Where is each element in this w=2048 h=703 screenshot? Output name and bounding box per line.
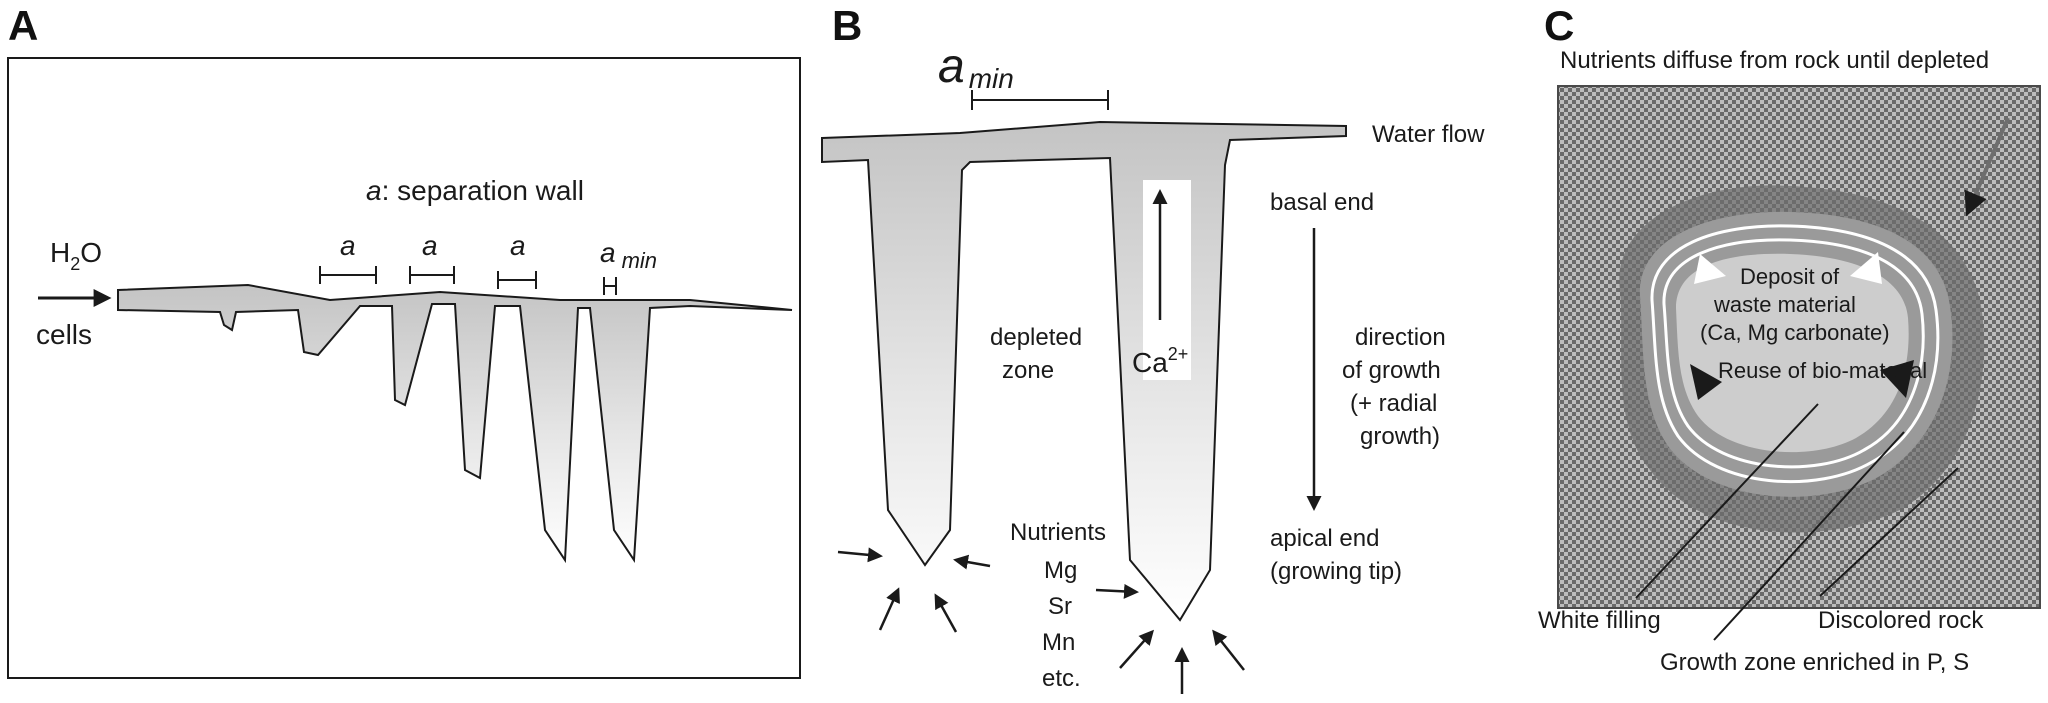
depleted-zone-line-2: zone	[1002, 357, 1054, 384]
deposit-line-1: Deposit of	[1740, 264, 1840, 289]
reuse-arrow-right	[1880, 360, 1914, 398]
growth-zone-leader	[1713, 431, 1905, 641]
reuse-label: Reuse of bio-material	[1718, 358, 1927, 383]
nutrient-mg: Mg	[1044, 557, 1077, 584]
core-region	[1676, 253, 1909, 453]
panel-c-letter: C	[1544, 2, 1574, 49]
discolored-rock-label: Discolored rock	[1818, 607, 1984, 634]
a-span-3: a	[497, 230, 537, 289]
separation-wall-label: a: separation wall	[366, 175, 584, 206]
panel-c: C Nutrients diffuse from rock until depl…	[1538, 2, 2041, 676]
deposit-arrow-left	[1694, 254, 1726, 284]
panel-a-channel	[117, 283, 793, 564]
h2o-label: H2O	[50, 237, 102, 274]
svg-text:a: a	[422, 230, 438, 261]
panel-b-letter: B	[832, 2, 862, 49]
panel-a-letter: A	[8, 2, 38, 49]
reuse-arrow-left	[1690, 364, 1722, 400]
white-filling-outer	[1650, 224, 1940, 484]
growth-line-2: of growth	[1342, 357, 1441, 384]
basal-end-label: basal end	[1270, 189, 1374, 216]
white-filling-leader	[1635, 403, 1819, 599]
a-span-1: a	[319, 230, 377, 284]
panel-b-channel	[821, 120, 1347, 622]
water-flow-label: Water flow	[1372, 121, 1485, 148]
svg-text:a: a	[510, 230, 526, 261]
right-tip-arrows	[1095, 583, 1245, 694]
a-span-2: a	[409, 230, 455, 284]
growth-line-3: (+ radial	[1350, 390, 1437, 417]
ca-label: Ca2+	[1132, 344, 1188, 378]
growth-zone-label: Growth zone enriched in P, S	[1660, 649, 1969, 676]
white-filling-inner	[1662, 238, 1925, 469]
deposit-line-3: (Ca, Mg carbonate)	[1700, 320, 1890, 345]
nutrient-mn: Mn	[1042, 629, 1075, 656]
ca-arrow-background	[1143, 180, 1191, 380]
deposit-line-2: waste material	[1713, 292, 1856, 317]
white-filling-label: White filling	[1538, 607, 1661, 634]
panel-c-title: Nutrients diffuse from rock until deplet…	[1560, 47, 1989, 74]
nutrient-sr: Sr	[1048, 593, 1072, 620]
nutrients-label: Nutrients	[1010, 519, 1106, 546]
left-tip-arrows	[837, 547, 991, 633]
growth-line-4: growth)	[1360, 423, 1440, 450]
deposit-arrow-right	[1850, 252, 1882, 284]
diffusion-arrow	[1964, 117, 2010, 217]
nutrient-etc: etc.	[1042, 665, 1081, 692]
cells-label: cells	[36, 319, 92, 350]
apical-end-line-1: apical end	[1270, 525, 1379, 552]
apical-end-line-2: (growing tip)	[1270, 558, 1402, 585]
panel-a: A H2O cells a: separation wall a a a	[7, 2, 801, 679]
growth-line-1: direction	[1355, 324, 1446, 351]
svg-text:a: a	[340, 230, 356, 261]
depleted-zone-line-1: depleted	[990, 324, 1082, 351]
discolored-leader	[1819, 467, 1959, 597]
